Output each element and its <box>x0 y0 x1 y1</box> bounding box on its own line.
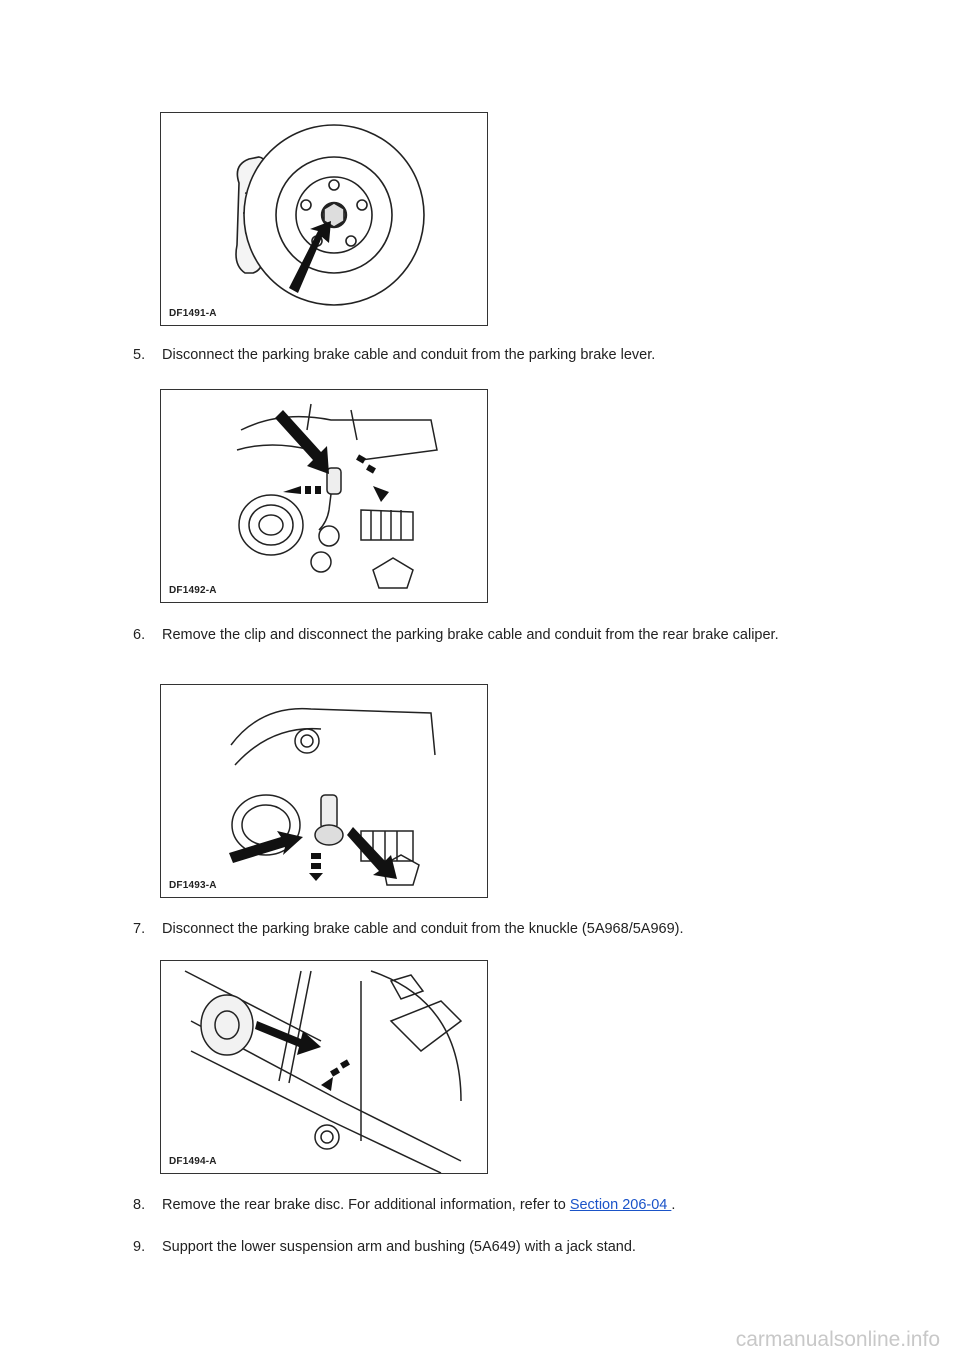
section-206-04-link[interactable]: Section 206-04 <box>569 1197 672 1213</box>
figure-label: DF1494-A <box>169 1156 217 1167</box>
brake-disc-illustration <box>235 124 425 306</box>
step-number: 7. <box>133 921 146 937</box>
figure-label: DF1493-A <box>169 880 217 891</box>
step-text: Remove the clip and disconnect the parki… <box>162 627 779 643</box>
step-number: 5. <box>133 347 146 363</box>
caliper-clip-illustration <box>229 707 436 886</box>
step-number: 6. <box>133 627 146 643</box>
figure-df1494: DF1494-A <box>160 960 488 1174</box>
figure-label: DF1491-A <box>169 308 217 319</box>
step-text-after: . <box>671 1197 676 1213</box>
step-text: Disconnect the parking brake cable and c… <box>162 921 684 937</box>
parking-brake-lever-illustration <box>236 403 438 589</box>
figure-df1492: DF1492-A <box>160 389 488 603</box>
step-text: Support the lower suspension arm and bus… <box>162 1239 636 1255</box>
knuckle-illustration <box>184 970 463 1173</box>
figure-df1491: DF1491-A <box>160 112 488 326</box>
step-number: 9. <box>133 1239 146 1255</box>
step-number: 8. <box>133 1197 146 1213</box>
step-text: Disconnect the parking brake cable and c… <box>162 347 656 363</box>
figure-label: DF1492-A <box>169 585 217 596</box>
figure-df1493: DF1493-A <box>160 684 488 898</box>
step-text: Remove the rear brake disc. For addition… <box>162 1196 812 1215</box>
step-text-before: Remove the rear brake disc. For addition… <box>162 1197 570 1213</box>
watermark: carmanualsonline.info <box>735 1328 940 1351</box>
